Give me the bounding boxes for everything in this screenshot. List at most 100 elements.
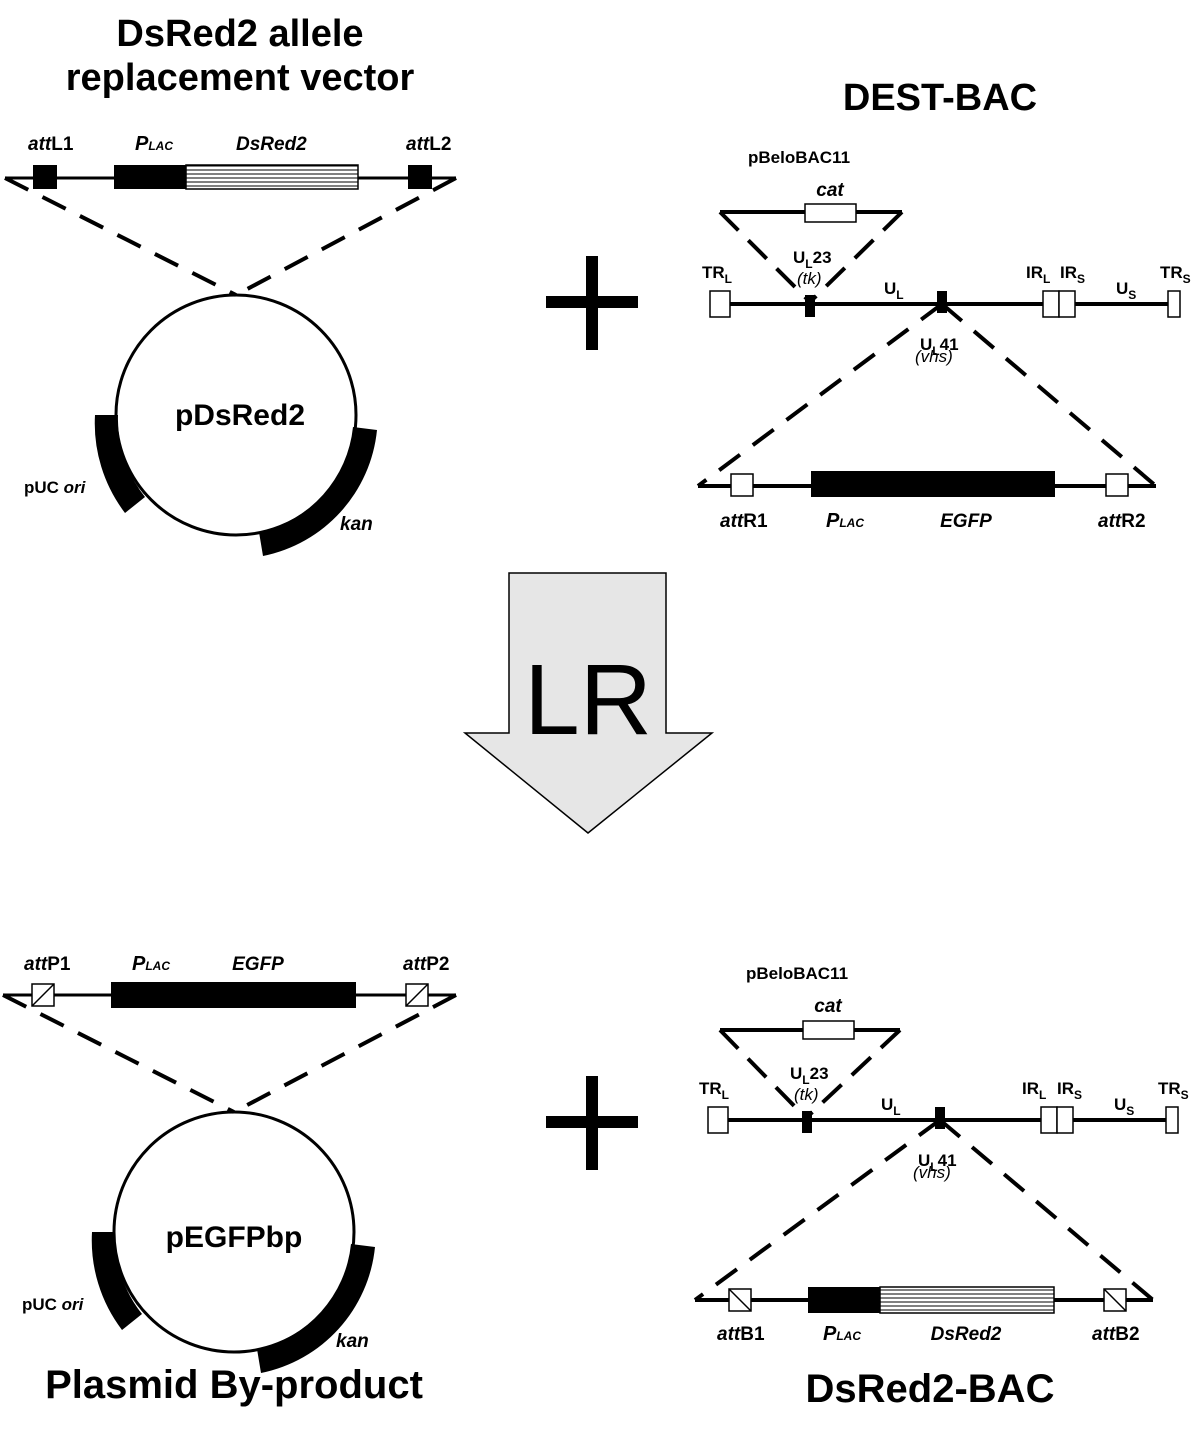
attr1-box	[730, 473, 754, 497]
attp1-box	[31, 983, 55, 1007]
ul41-marker	[937, 291, 947, 313]
irs-label-2: IRS	[1057, 1079, 1082, 1102]
us-label: US	[1116, 279, 1136, 302]
dsred2-block	[185, 164, 359, 190]
attr1-label: attR1	[720, 511, 768, 532]
kan-label-bp: kan	[336, 1331, 369, 1352]
pegfpbp-label: pEGFPbp	[166, 1221, 303, 1254]
cat-insert-line-right-2	[804, 1028, 902, 1120]
irs-label: IRS	[1060, 263, 1085, 286]
dsred2-block-bac	[879, 1286, 1055, 1314]
dsred2-bac-panel: pBeloBAC11 cat TRL UL23 (tk) UL IRL IRS …	[693, 964, 1189, 1345]
title-replacement-vector-line2: replacement vector	[66, 57, 415, 99]
attr2-label: attR2	[1098, 511, 1146, 532]
egfp-label-bp: EGFP	[232, 954, 284, 975]
dsred2-insert-line-left	[693, 1118, 942, 1302]
pbelobac11-label-2: pBeloBAC11	[746, 964, 848, 983]
title-plasmid-by-product: Plasmid By-product	[45, 1363, 423, 1407]
trs-box-2	[1165, 1106, 1179, 1134]
trs-label: TRS	[1160, 263, 1191, 286]
irs-box	[1058, 290, 1076, 318]
ul41-label: UL41	[920, 335, 959, 358]
egfp-insert-line-right	[940, 302, 1158, 488]
trl-box	[709, 290, 731, 318]
title-dsred2-bac: DsRed2-BAC	[806, 1367, 1055, 1411]
vhs-label-2: (vhs)	[913, 1163, 951, 1182]
replacement-vector-panel: attL1 PLAC DsRed2 attL2 pDsRed2 pUC ori …	[4, 133, 457, 556]
attp2-box	[405, 983, 429, 1007]
attb1-box	[728, 1288, 752, 1312]
attl1-label: attL1	[28, 134, 74, 155]
cat-box-2	[802, 1020, 855, 1040]
kan-arc-bp	[257, 1244, 375, 1373]
irl-label-2: IRL	[1022, 1079, 1046, 1102]
puc-ori-label: pUC ori	[24, 478, 87, 497]
irl-box	[1042, 290, 1060, 318]
trs-box	[1167, 290, 1181, 318]
irs-box-2	[1056, 1106, 1074, 1134]
egfp-label: EGFP	[940, 511, 992, 532]
plac-block-bac	[808, 1287, 880, 1313]
irl-box-2	[1040, 1106, 1058, 1134]
ul23-label: UL23	[793, 248, 832, 271]
ul23-label-2: UL23	[790, 1064, 829, 1087]
us-label-2: US	[1114, 1095, 1134, 1118]
tk-label-2: (tk)	[794, 1085, 819, 1104]
cat-label-2: cat	[814, 996, 842, 1017]
plus-sign-top	[546, 256, 638, 350]
attp1-label: attP1	[24, 954, 71, 975]
ul-label: UL	[884, 279, 904, 302]
crossover-line-left	[4, 176, 237, 297]
cat-insert-line-left-2	[718, 1028, 808, 1120]
title-dest-bac: DEST-BAC	[843, 77, 1037, 119]
vhs-label: (vhs)	[915, 347, 953, 366]
ul-label-2: UL	[881, 1095, 901, 1118]
cat-insert-line-left	[718, 210, 812, 304]
plac-block	[114, 165, 186, 189]
kan-arc	[259, 427, 377, 556]
trl-label: TRL	[702, 263, 732, 286]
lr-arrow: LR	[462, 572, 715, 834]
tk-label: (tk)	[797, 269, 822, 288]
puc-ori-label-bp: pUC ori	[22, 1295, 85, 1314]
dsred2-insert-line-right	[938, 1118, 1155, 1302]
ul23-marker	[805, 295, 815, 317]
attr2-box	[1105, 473, 1129, 497]
plus-sign-bottom	[546, 1076, 638, 1170]
cat-insert-line-right	[808, 210, 904, 304]
trl-label-2: TRL	[699, 1079, 729, 1102]
cat-label: cat	[816, 180, 844, 201]
plac-label-dest: PLAC	[826, 510, 864, 532]
trs-label-2: TRS	[1158, 1079, 1189, 1102]
trl-box-2	[707, 1106, 729, 1134]
pdsred2-label: pDsRed2	[175, 399, 305, 432]
egfp-block	[811, 471, 1055, 497]
attb1-label: attB1	[717, 1324, 765, 1345]
crossover-line-right	[235, 176, 457, 297]
cat-box	[804, 203, 857, 223]
crossover-line-left-bp	[2, 993, 235, 1114]
egfp-insert-line-left	[696, 302, 944, 488]
attl2-box	[408, 165, 432, 189]
kan-label: kan	[340, 514, 373, 535]
plac-label-bp: PLAC	[132, 953, 170, 975]
ul23-marker-2	[802, 1111, 812, 1133]
dest-bac-panel: pBeloBAC11 cat TRL UL23 (tk) UL IRL IRS …	[696, 148, 1191, 532]
dsred2-label-bac: DsRed2	[931, 1324, 1002, 1345]
crossover-line-right-bp	[233, 993, 457, 1114]
pbelobac11-label: pBeloBAC11	[748, 148, 850, 167]
puc-ori-arc	[94, 415, 145, 513]
title-replacement-vector-line1: DsRed2 allele	[116, 13, 363, 55]
plac-label: PLAC	[135, 133, 173, 155]
attb2-label: attB2	[1092, 1324, 1140, 1345]
irl-label: IRL	[1026, 263, 1050, 286]
by-product-panel: attP1 PLAC EGFP attP2 pEGFPbp pUC ori ka…	[2, 953, 457, 1373]
attb2-box	[1103, 1288, 1127, 1312]
lr-arrow-shape	[462, 572, 715, 834]
egfp-block-bp	[111, 982, 356, 1008]
attp2-label: attP2	[403, 954, 449, 975]
lr-label: LR	[524, 644, 652, 756]
attl2-label: attL2	[406, 134, 451, 155]
ul41-marker-2	[935, 1107, 945, 1129]
